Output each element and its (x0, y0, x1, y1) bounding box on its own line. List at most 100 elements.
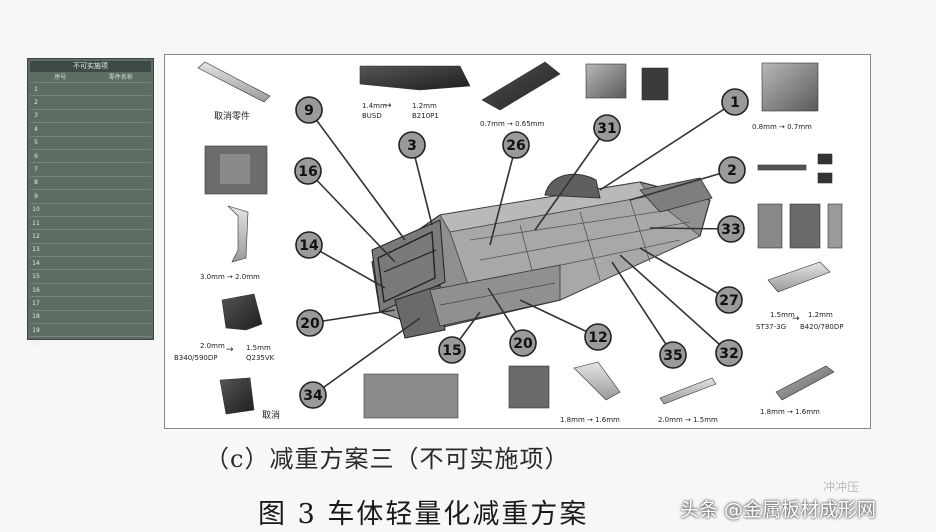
part-thumbnail-icon (481, 61, 561, 111)
label-part-j: 2.0mm → 1.5mm (658, 416, 718, 424)
callout-14: 14 (295, 231, 323, 259)
part-thumbnail-icon (761, 62, 819, 112)
table-col-name: 零件名称 (108, 74, 133, 81)
table-row: 3 (30, 108, 151, 122)
table-row: 13 (30, 242, 151, 256)
svg-text:→: → (226, 345, 234, 355)
part-thumbnail-icon (775, 365, 835, 401)
part-thumbnail-icon (197, 61, 271, 103)
table-col-index: 序号 (54, 74, 67, 81)
table-row-index: 20 (32, 340, 40, 348)
svg-text:→: → (792, 314, 800, 324)
table-header: 不可实施项 (30, 61, 151, 72)
callout-circle (715, 339, 743, 367)
label-part-d: 0.8mm → 0.7mm (752, 123, 812, 131)
part-thumbnail-icon (817, 172, 833, 184)
table-row-index: 1 (34, 85, 38, 93)
table-row-index: 12 (32, 232, 40, 240)
table-row-index: 9 (34, 192, 38, 200)
table-row-index: 19 (32, 326, 40, 334)
label-part-b-to-mat: B210P1 (412, 112, 439, 120)
part-thumbnail-icon (659, 377, 717, 405)
part-thumbnail-icon (359, 65, 471, 91)
callout-number: 16 (298, 164, 317, 180)
callout-circle (721, 88, 749, 116)
label-part-f-from-mat: B340/590DP (174, 354, 218, 362)
table-row-index: 17 (32, 299, 40, 307)
table-row-index: 15 (32, 273, 40, 281)
label-part-b-from-mat: BUSD (362, 112, 382, 120)
leader-lines (307, 101, 736, 396)
svg-text:→: → (384, 101, 392, 111)
label-part-h-to-mat: B420/780DP (800, 323, 844, 331)
callout-number: 33 (721, 222, 740, 238)
part-thumbnail-icon (767, 261, 831, 293)
label-part-e: 3.0mm → 2.0mm (200, 273, 260, 281)
part-thumbnail-icon (227, 205, 249, 263)
label-part-f-to: 1.5mm (246, 344, 271, 352)
callout-number: 27 (719, 293, 738, 309)
callout-2: 2 (718, 156, 746, 184)
callout-circle (295, 96, 323, 124)
table-row: 14 (30, 256, 151, 269)
label-part-k: 1.8mm → 1.6mm (760, 408, 820, 416)
table-row: 19 (30, 323, 151, 336)
table-row: 20 (30, 336, 151, 349)
callout-circle (593, 114, 621, 142)
table-row-index: 10 (32, 206, 40, 214)
callout-number: 12 (588, 330, 607, 346)
label-part-f-to-mat: Q235VK (246, 354, 275, 362)
label-part-h-from: 1.5mm (770, 311, 795, 319)
table-row-index: 3 (34, 112, 38, 120)
table-row-index: 14 (32, 259, 40, 267)
table-row: 2 (30, 95, 151, 108)
label-part-b-from: 1.4mm (362, 102, 387, 110)
callout-35: 35 (659, 341, 687, 369)
table-row-index: 11 (32, 219, 40, 227)
callout-circle (299, 381, 327, 409)
label-part-i: 1.8mm → 1.6mm (560, 416, 620, 424)
part-thumbnail-icon (221, 293, 263, 331)
label-part-b-to: 1.2mm (412, 102, 437, 110)
table-row: 5 (30, 135, 151, 149)
callout-32: 32 (715, 339, 743, 367)
table-row-index: 18 (32, 313, 40, 321)
table-row: 12 (30, 229, 151, 242)
part-thumbnail-icon (363, 373, 459, 419)
table-row: 10 (30, 202, 151, 216)
callout-circle (717, 215, 745, 243)
part-thumbnail-icon (789, 203, 821, 249)
callout-16: 16 (294, 157, 322, 185)
table-row: 8 (30, 175, 151, 189)
part-thumbnail-icon (219, 377, 255, 415)
figure-caption: （c）减重方案三（不可实施项） (205, 445, 570, 473)
table-row: 18 (30, 309, 151, 323)
table-row: 11 (30, 215, 151, 229)
part-thumbnail-icon (817, 153, 833, 165)
callout-26: 26 (502, 131, 530, 159)
label-part-f-from: 2.0mm (200, 342, 225, 350)
table-row-index: 13 (32, 246, 40, 254)
part-thumbnail-icon (757, 203, 783, 249)
table-row: 9 (30, 189, 151, 202)
table-row: 7 (30, 162, 151, 175)
table-row: 6 (30, 148, 151, 162)
table-row-index: 6 (34, 152, 38, 160)
part-thumbnails (197, 61, 843, 419)
table-row: 16 (30, 282, 151, 296)
part-thumbnail-icon (508, 365, 550, 409)
callout-circle (715, 286, 743, 314)
table-column-headers: 序号 零件名称 (30, 73, 151, 82)
table-row-index: 2 (34, 99, 38, 107)
watermark: 头条 @金属板材成形网 (680, 499, 877, 521)
part-thumbnail-icon (757, 164, 807, 171)
table-row: 4 (30, 122, 151, 135)
callout-number: 35 (663, 348, 682, 364)
table-row-index: 4 (34, 125, 38, 133)
part-thumbnail-icon (827, 203, 843, 249)
callout-circle (294, 157, 322, 185)
